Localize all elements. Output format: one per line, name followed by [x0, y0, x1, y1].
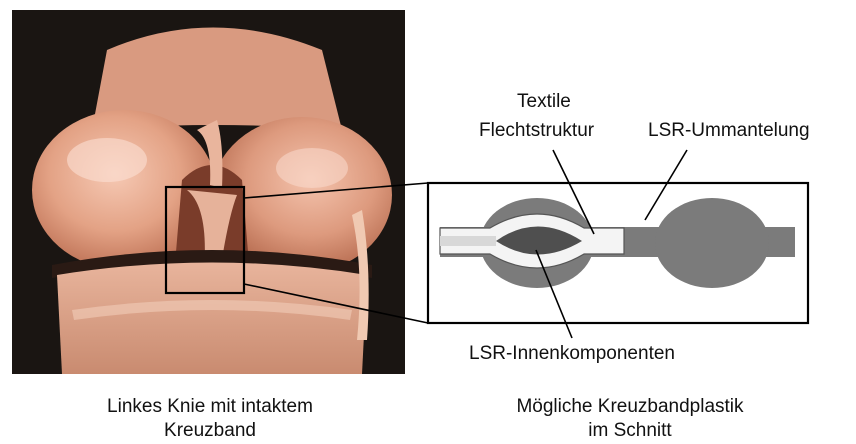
caption-right-line2: im Schnitt — [440, 419, 820, 443]
label-lsr-inner: LSR-Innenkomponenten — [469, 343, 675, 365]
caption-left-line1: Linkes Knie mit intaktem — [30, 395, 390, 419]
label-textile-line2: Flechtstruktur — [479, 120, 594, 142]
lsr-bulge-right — [655, 198, 769, 288]
caption-right-line1: Mögliche Kreuzbandplastik — [440, 395, 820, 419]
connector-line-bottom — [244, 284, 428, 323]
caption-left: Linkes Knie mit intaktem Kreuzband — [30, 395, 390, 443]
caption-right: Mögliche Kreuzbandplastik im Schnitt — [440, 395, 820, 443]
label-textile-line1: Textile — [517, 91, 571, 113]
caption-left-line2: Kreuzband — [30, 419, 390, 443]
connector-line-top — [244, 183, 428, 198]
label-lsr-coating: LSR-Ummantelung — [648, 120, 810, 142]
